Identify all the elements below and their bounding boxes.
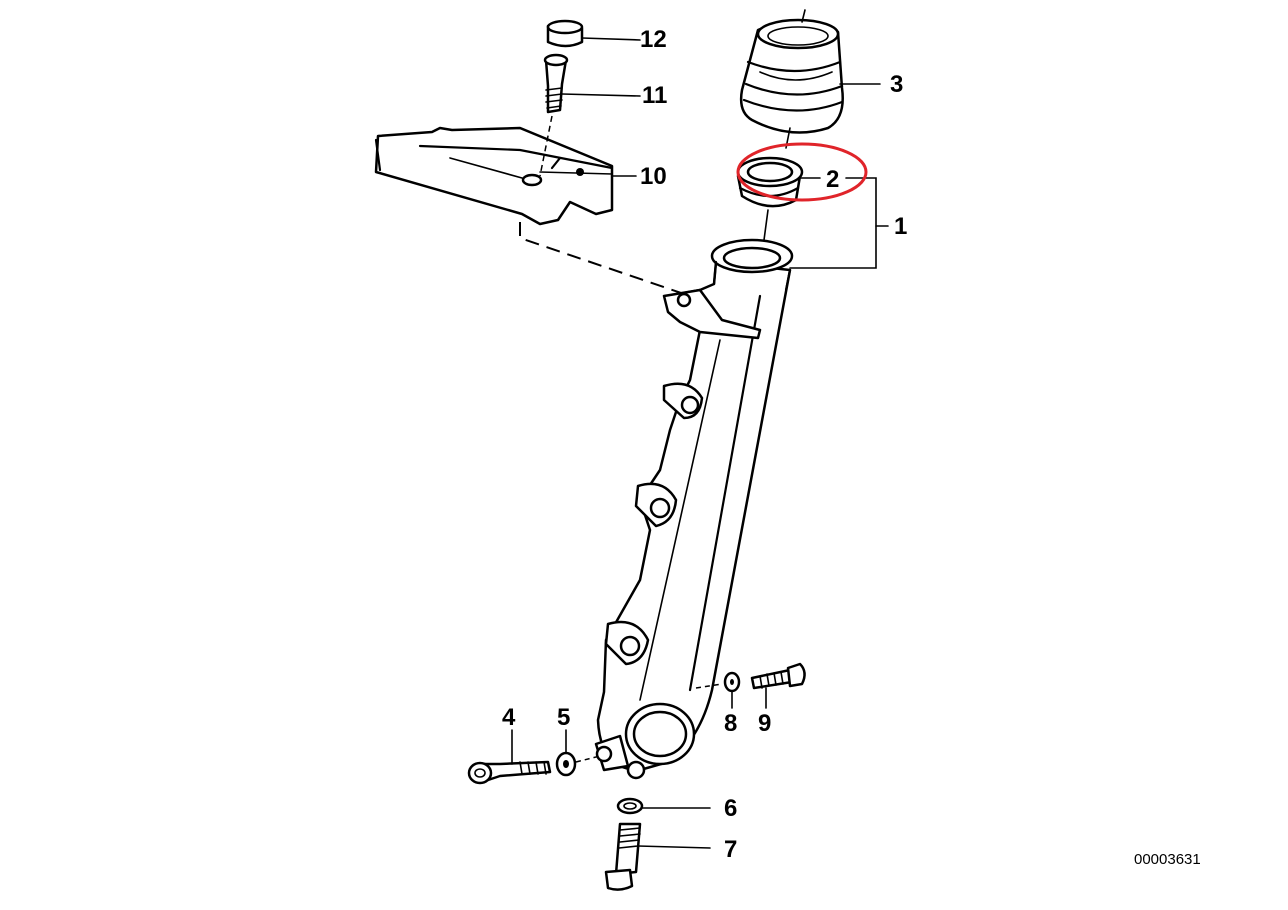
callout-2[interactable]: 2 [826,166,839,193]
callout-labels: 12 11 10 3 2 1 4 5 8 9 6 7 [502,26,907,863]
callout-1[interactable]: 1 [894,213,907,240]
callout-11[interactable]: 11 [642,82,667,109]
part-7-screw[interactable] [604,822,711,891]
part-12-cap[interactable] [546,19,641,48]
diagram-reference-number: 00003631 [1134,851,1201,868]
part-8-washer[interactable] [695,671,741,709]
leader-lines [611,83,889,269]
alignment-dashed-line [519,222,691,297]
part-3-dust-boot[interactable] [739,9,844,149]
part-11-screw[interactable] [539,53,641,177]
callout-4[interactable]: 4 [502,704,516,731]
callout-10[interactable]: 10 [640,163,667,190]
part-6-o-ring[interactable] [616,797,711,815]
part-9-screw[interactable] [750,662,806,709]
callout-3[interactable]: 3 [890,71,903,98]
part-5-washer[interactable] [555,729,601,777]
callout-12[interactable]: 12 [640,26,667,53]
callout-8[interactable]: 8 [724,710,737,737]
callout-6[interactable]: 6 [724,795,737,822]
callout-9[interactable]: 9 [758,710,771,737]
callout-5[interactable]: 5 [557,704,570,731]
highlight-circle [736,142,868,202]
part-4-bolt[interactable] [467,729,552,785]
callout-7[interactable]: 7 [724,836,737,863]
part-10-bracket[interactable] [374,126,614,226]
part-1-fork-slider[interactable] [594,238,794,780]
